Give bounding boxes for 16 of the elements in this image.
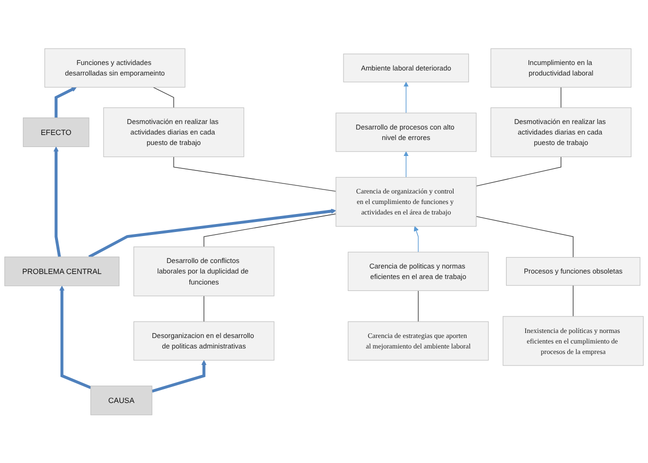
arrow: [54, 86, 77, 118]
arrow: [404, 81, 409, 114]
connector: [204, 213, 336, 247]
arrow: [152, 360, 206, 392]
connector: [572, 284, 574, 316]
arrow: [414, 226, 419, 252]
connector: [152, 86, 174, 108]
arrow: [59, 285, 92, 389]
connector: [476, 216, 574, 258]
arrow: [404, 151, 409, 178]
connector: [173, 156, 336, 192]
arrow: [54, 146, 61, 257]
connector: [418, 290, 419, 322]
connector: [560, 86, 562, 108]
arrow: [88, 208, 336, 258]
connector: [476, 156, 562, 186]
